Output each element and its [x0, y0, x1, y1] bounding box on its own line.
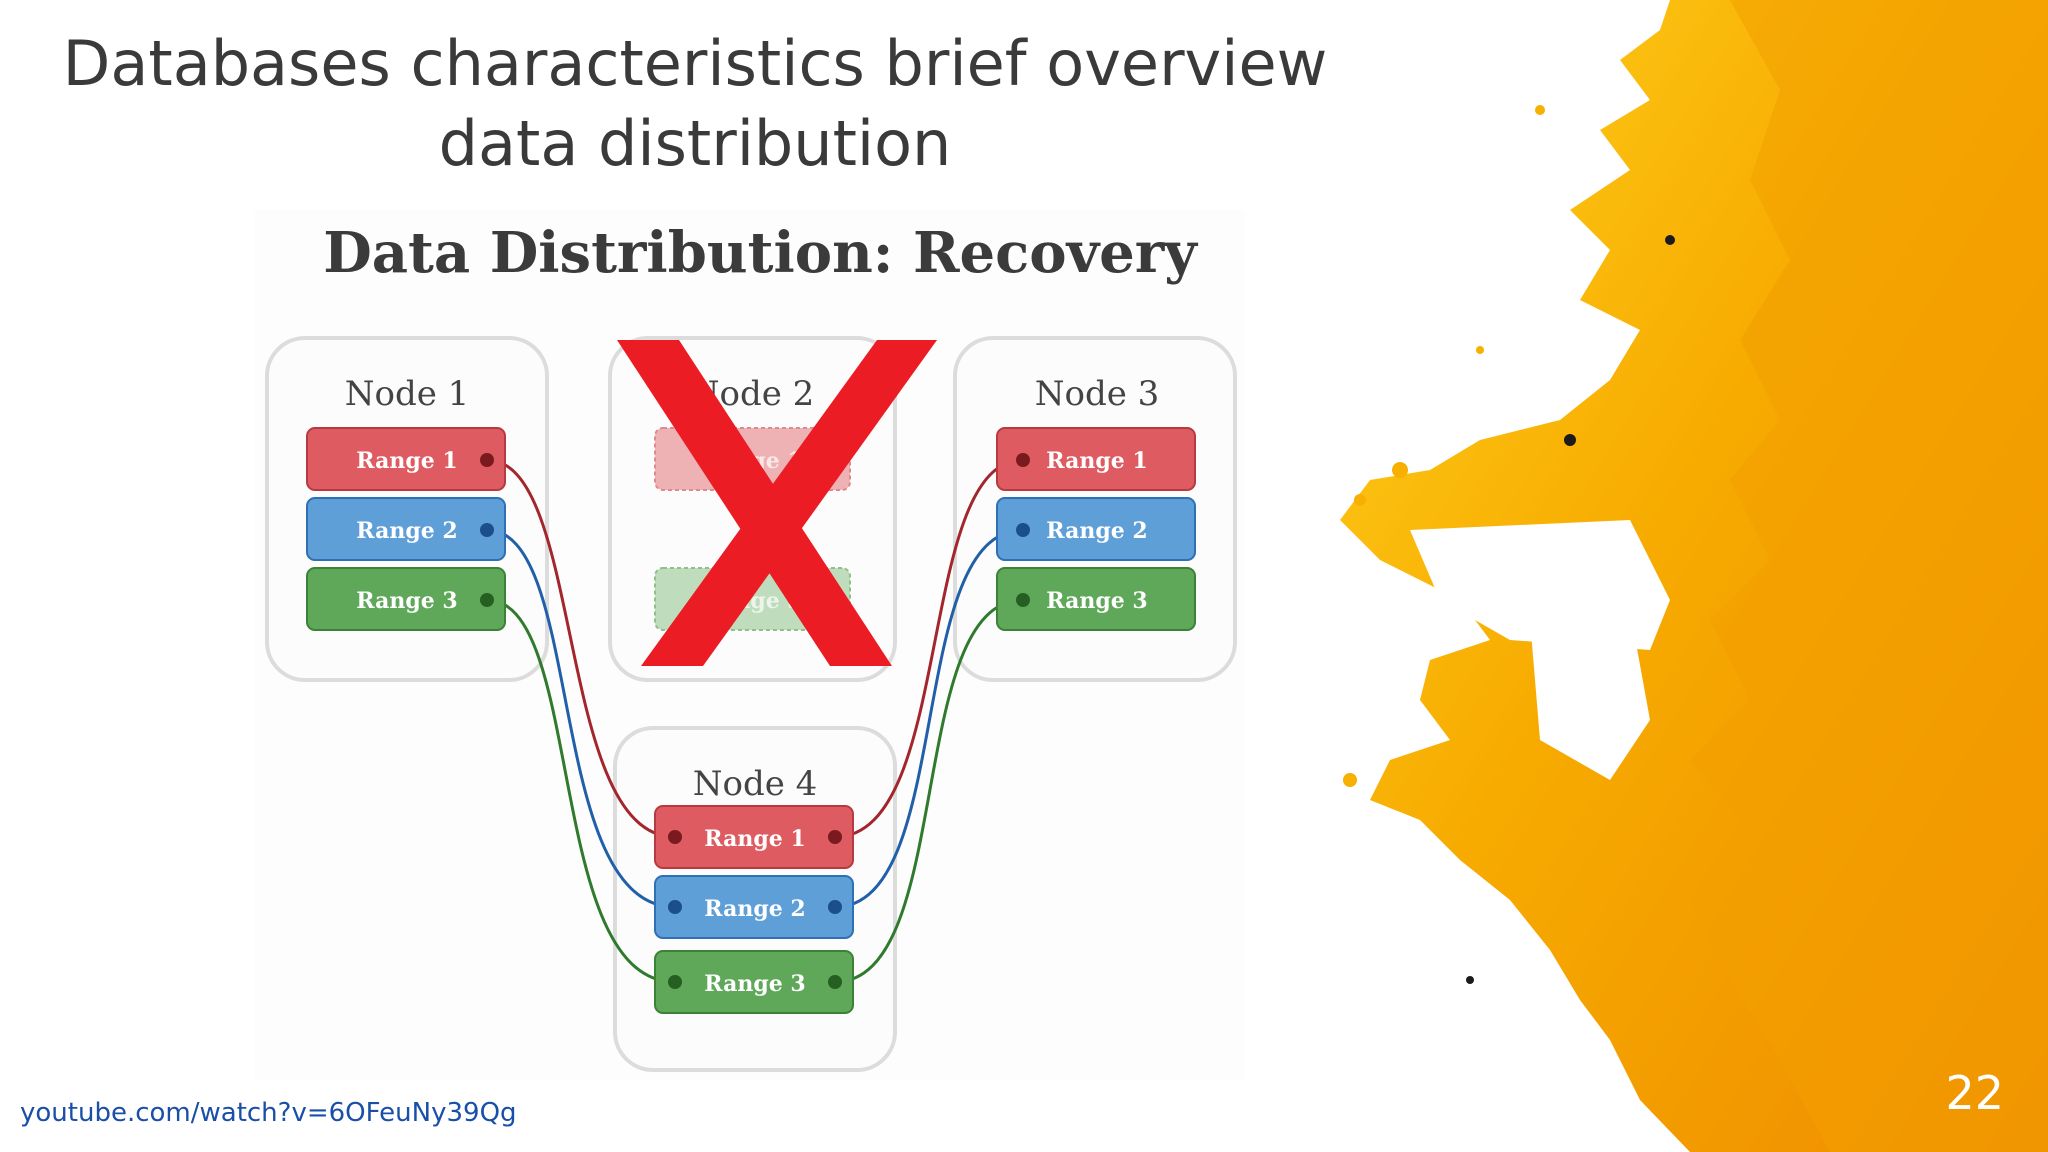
diagram-image: Data Distribution: Recovery Node 1 Node …	[255, 210, 1245, 1080]
range-2-link-left	[486, 528, 676, 909]
data-distribution-diagram: Data Distribution: Recovery Node 1 Node …	[265, 220, 1237, 1072]
range-1-link-right	[834, 458, 1024, 839]
node-1-range-3	[306, 567, 506, 631]
node-1-range-3-label: Range 3	[356, 588, 457, 614]
node-3-range-2-label: Range 2	[1046, 518, 1147, 544]
node-4-range-1-label: Range 1	[704, 826, 805, 852]
title-line-1: Databases characteristics brief overview	[62, 27, 1328, 100]
node-4-label: Node 4	[693, 764, 818, 804]
paint-splash-decoration	[1340, 0, 2048, 1152]
node-3-range-1-label: Range 1	[1046, 448, 1147, 474]
node-3-range-2	[996, 497, 1196, 561]
range-2-link-right	[834, 528, 1024, 909]
node-1-range-2-label: Range 2	[356, 518, 457, 544]
node-4-range-3	[654, 950, 854, 1014]
node-4-range-1	[654, 805, 854, 869]
node-4-range-2-label: Range 2	[704, 896, 805, 922]
node-1-range-2	[306, 497, 506, 561]
slide-title: Databases characteristics brief overview…	[40, 24, 1350, 184]
node-3-label: Node 3	[1035, 374, 1160, 414]
node-4-range-2	[654, 875, 854, 939]
diagram-title: Data Distribution: Recovery	[323, 220, 1198, 286]
range-3-link-left	[486, 598, 676, 984]
title-line-2: data distribution	[438, 107, 952, 180]
red-x-icon	[617, 340, 937, 666]
node-3-range-3-label: Range 3	[1046, 588, 1147, 614]
node-4-range-3-label: Range 3	[704, 971, 805, 997]
node-1-label: Node 1	[345, 374, 470, 414]
range-1-link-left	[486, 458, 676, 839]
page-number: 22	[1945, 1066, 2004, 1120]
node-3-range-1	[996, 427, 1196, 491]
source-link[interactable]: youtube.com/watch?v=6OFeuNy39Qg	[20, 1098, 517, 1128]
node-1-range-1	[306, 427, 506, 491]
connection-dots	[480, 453, 1030, 989]
node-3-range-3	[996, 567, 1196, 631]
range-3-link-right	[834, 598, 1024, 984]
node-1-range-1-label: Range 1	[356, 448, 457, 474]
